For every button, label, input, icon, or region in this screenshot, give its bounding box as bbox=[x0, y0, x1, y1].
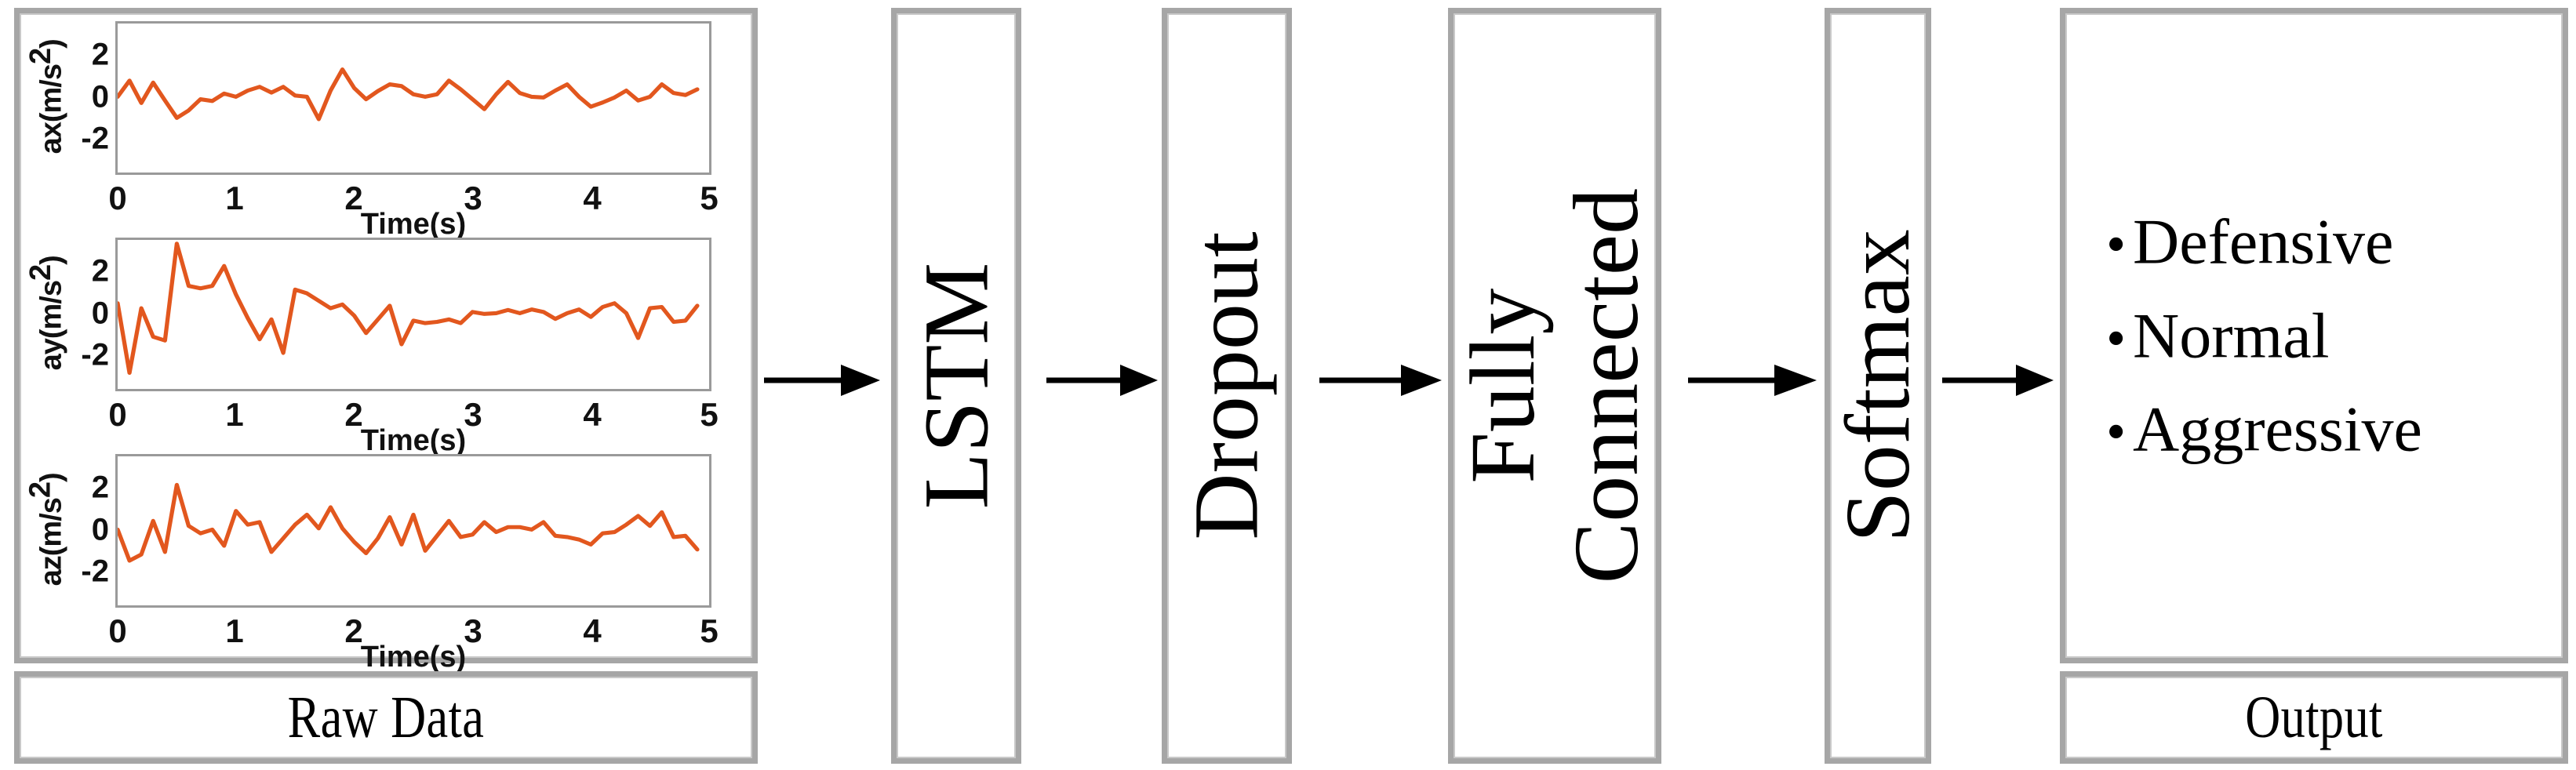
x-tick-ax-3: 3 bbox=[464, 180, 482, 216]
x-ticks-ay: 0 1 2 3 4 5 bbox=[108, 396, 718, 437]
x-ticks-az: 0 1 2 3 4 5 bbox=[108, 612, 718, 653]
y-axis-label-az-sup: 2 bbox=[24, 482, 57, 499]
output-caption-box: Output bbox=[2060, 671, 2568, 764]
x-tick-az-3: 3 bbox=[464, 612, 482, 649]
x-tick-az-1: 1 bbox=[225, 612, 244, 649]
layer-box-softmax: Softmax bbox=[1825, 8, 1931, 764]
x-tick-ax-2: 2 bbox=[344, 180, 363, 216]
x-ticks-ax: 0 1 2 3 4 5 bbox=[108, 180, 718, 220]
y-tick-az-2: 2 bbox=[91, 470, 109, 505]
arrow-lstm-to-dropout bbox=[1045, 357, 1159, 404]
raw-data-panel: ax(m/s2) 2 0 -2 0 1 2 3 4 5 Time(s) bbox=[14, 8, 758, 674]
fc-label-wrap: Fully Connected bbox=[1451, 13, 1658, 758]
x-tick-ax-0: 0 bbox=[108, 180, 127, 216]
x-tick-ax-1: 1 bbox=[225, 180, 244, 216]
output-caption: Output bbox=[2245, 684, 2383, 750]
x-tick-az-2: 2 bbox=[344, 612, 363, 649]
y-tick-az-m2: -2 bbox=[81, 554, 109, 589]
y-axis-label-ay: ay(m/s2) bbox=[23, 233, 70, 394]
x-axis-label-ax: Time(s) bbox=[360, 208, 467, 241]
output-class-normal: Normal bbox=[2133, 300, 2330, 372]
subplot-ay: ay(m/s2) 2 0 -2 0 1 2 3 4 5 Time(s) bbox=[20, 233, 763, 457]
y-ticks-ax: 2 0 -2 bbox=[64, 16, 112, 177]
y-axis-label-ax: ax(m/s2) bbox=[23, 16, 70, 177]
x-tick-ay-2: 2 bbox=[344, 396, 363, 433]
dropout-label-wrap: Dropout bbox=[1167, 13, 1286, 758]
output-panel: • Defensive • Normal • Aggressive bbox=[2060, 8, 2568, 663]
x-tick-ax-5: 5 bbox=[700, 180, 719, 216]
y-ticks-ay: 2 0 -2 bbox=[64, 233, 112, 394]
x-tick-ay-1: 1 bbox=[225, 396, 244, 433]
raw-data-caption: Raw Data bbox=[287, 684, 485, 750]
list-item: • Aggressive bbox=[2106, 383, 2422, 477]
x-tick-ay-3: 3 bbox=[464, 396, 482, 433]
list-item: • Normal bbox=[2106, 289, 2422, 383]
fc-label-line2: Connected bbox=[1555, 187, 1657, 584]
output-class-list: • Defensive • Normal • Aggressive bbox=[2106, 194, 2422, 476]
layer-box-fully-connected: Fully Connected bbox=[1448, 8, 1661, 764]
y-axis-label-ay-sup: 2 bbox=[24, 265, 57, 281]
fc-label: Fully Connected bbox=[1451, 188, 1658, 584]
arrow-softmax-to-output bbox=[1941, 357, 2055, 404]
x-axis-label-az: Time(s) bbox=[360, 641, 467, 674]
output-class-aggressive: Aggressive bbox=[2133, 393, 2422, 465]
fc-label-line1: Fully bbox=[1450, 288, 1554, 484]
x-tick-ay-0: 0 bbox=[108, 396, 127, 433]
arrow-dropout-to-fc bbox=[1318, 357, 1443, 404]
x-tick-ay-5: 5 bbox=[700, 396, 719, 433]
layer-box-dropout: Dropout bbox=[1162, 8, 1292, 764]
subplot-ax: ax(m/s2) 2 0 -2 0 1 2 3 4 5 Time(s) bbox=[20, 16, 763, 241]
x-tick-ax-4: 4 bbox=[583, 180, 602, 216]
y-tick-ax-2: 2 bbox=[91, 37, 109, 72]
x-tick-az-4: 4 bbox=[583, 612, 602, 649]
x-tick-az-0: 0 bbox=[108, 612, 127, 649]
y-tick-az-0: 0 bbox=[91, 512, 109, 547]
x-axis-label-ay: Time(s) bbox=[360, 424, 467, 457]
series-line-az bbox=[118, 482, 700, 563]
y-axis-label-az: az(m/s2) bbox=[23, 449, 70, 610]
plot-frame-az bbox=[115, 454, 711, 608]
dropout-label: Dropout bbox=[1175, 231, 1279, 540]
y-tick-ax-m2: -2 bbox=[81, 121, 109, 156]
series-line-ax bbox=[118, 67, 700, 122]
y-tick-ay-0: 0 bbox=[91, 296, 109, 330]
layer-box-lstm: LSTM bbox=[891, 8, 1021, 764]
y-tick-ay-2: 2 bbox=[91, 253, 109, 289]
y-axis-label-ax-sup: 2 bbox=[24, 49, 57, 65]
lstm-label: LSTM bbox=[904, 262, 1007, 510]
series-line-ay bbox=[118, 242, 700, 375]
plot-frame-ax bbox=[115, 21, 711, 175]
arrow-fc-to-softmax bbox=[1686, 357, 1818, 404]
bullet-icon: • bbox=[2106, 400, 2127, 463]
bullet-icon: • bbox=[2106, 212, 2127, 276]
lstm-label-wrap: LSTM bbox=[897, 13, 1016, 758]
list-item: • Defensive bbox=[2106, 194, 2422, 289]
x-tick-az-5: 5 bbox=[700, 612, 719, 649]
y-tick-ay-m2: -2 bbox=[81, 337, 109, 372]
subplot-az: az(m/s2) 2 0 -2 0 1 2 3 4 5 Time(s) bbox=[20, 449, 763, 674]
y-ticks-az: 2 0 -2 bbox=[64, 449, 112, 610]
softmax-label: Softmax bbox=[1826, 229, 1929, 543]
y-tick-ax-0: 0 bbox=[91, 79, 109, 114]
raw-data-caption-box: Raw Data bbox=[14, 671, 758, 764]
output-class-defensive: Defensive bbox=[2133, 205, 2394, 278]
softmax-label-wrap: Softmax bbox=[1826, 13, 1929, 758]
arrow-raw-to-lstm bbox=[762, 357, 882, 404]
bullet-icon: • bbox=[2106, 307, 2127, 370]
x-tick-ay-4: 4 bbox=[583, 396, 602, 433]
plot-frame-ay bbox=[115, 238, 711, 391]
